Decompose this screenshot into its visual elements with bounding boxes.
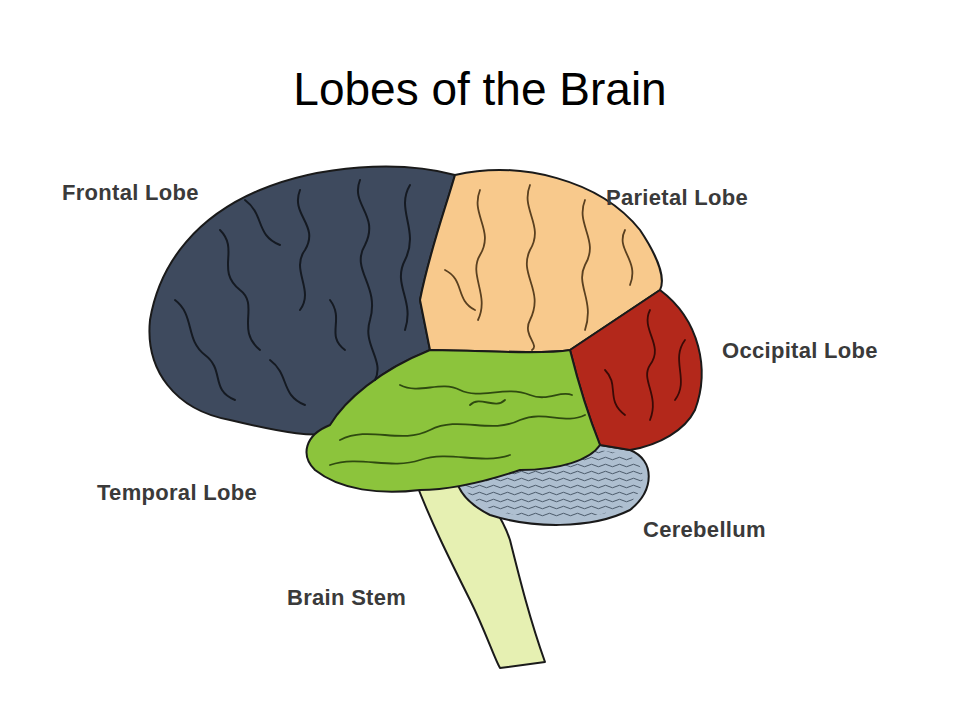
part-label: Brain Stem — [287, 585, 406, 611]
part-label: Parietal Lobe — [606, 185, 748, 211]
part-label: Frontal Lobe — [62, 180, 199, 206]
part-label: Occipital Lobe — [722, 338, 878, 364]
temporal-gyri — [330, 385, 585, 465]
part-label: Temporal Lobe — [97, 480, 257, 506]
parietal-gyri — [445, 185, 632, 350]
gyri-lines — [175, 180, 410, 405]
diagram-title: Lobes of the Brain — [0, 62, 960, 116]
part-label: Cerebellum — [643, 517, 766, 543]
occipital-gyri — [605, 310, 685, 420]
temporal-lobe — [307, 350, 600, 492]
